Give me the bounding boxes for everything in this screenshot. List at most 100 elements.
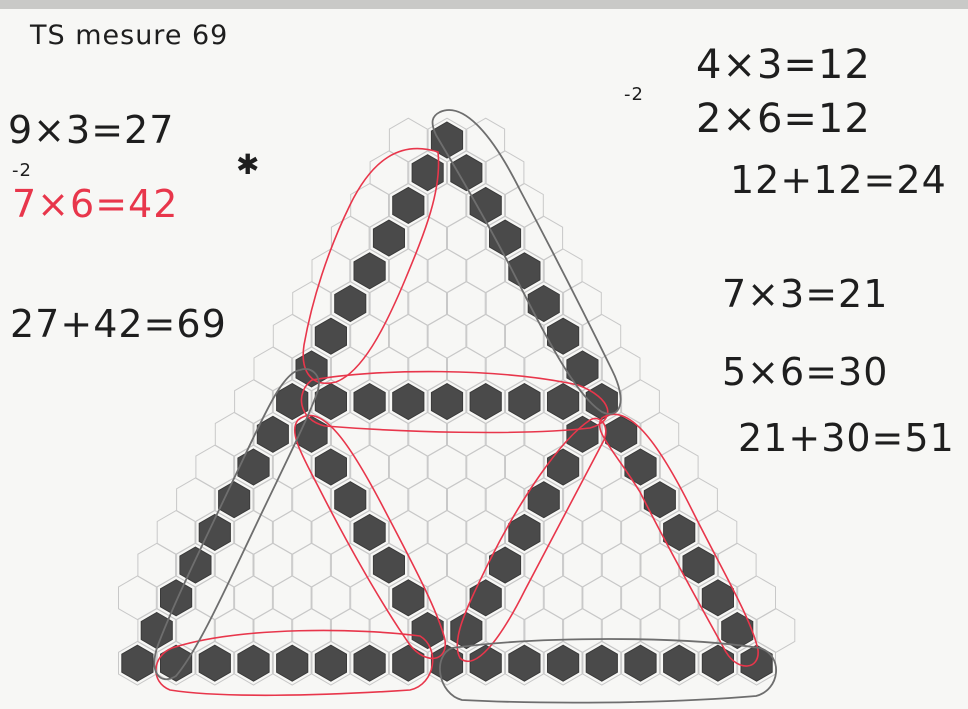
grid-cell (409, 347, 447, 391)
filled-hexagon (470, 187, 501, 223)
filled-hexagon (548, 384, 579, 420)
equation-9x3: 9×3=27 (8, 108, 174, 152)
filled-hexagon (451, 613, 482, 649)
grid-cell (525, 216, 563, 260)
filled-hexagon (509, 253, 540, 289)
grid-cell (254, 478, 292, 522)
grid-cell (641, 609, 679, 653)
grid-cell (293, 543, 331, 587)
grid-cell (389, 118, 427, 162)
filled-hexagon (238, 645, 269, 681)
grid-cell (428, 184, 466, 228)
filled-hexagon (393, 187, 424, 223)
grid-cell (486, 347, 524, 391)
grid-cell (409, 543, 447, 587)
grid-cell (583, 576, 621, 620)
filled-hexagon (528, 482, 559, 518)
grid-cell (273, 511, 311, 555)
filled-hexagon (702, 645, 733, 681)
grid-cell (409, 282, 447, 326)
grid-cell (428, 511, 466, 555)
filled-hexagon (548, 645, 579, 681)
filled-hexagon (161, 580, 192, 616)
grid-cell (409, 413, 447, 457)
grid-cell (622, 380, 660, 424)
grid-cell (506, 576, 544, 620)
filled-hexagon (141, 613, 172, 649)
grid-cell (196, 445, 234, 489)
grid-cell (448, 216, 486, 260)
grid-cell (564, 543, 602, 587)
grid-cell (448, 413, 486, 457)
grid-cell (254, 543, 292, 587)
equation-sum-69: 27+42=69 (10, 302, 227, 346)
shift-mark-left: -2 (12, 160, 32, 181)
grid-cell (467, 314, 505, 358)
filled-hexagons (122, 122, 772, 681)
grid-cell (157, 511, 195, 555)
equation-sum-51: 21+30=51 (738, 416, 955, 460)
filled-hexagon (470, 580, 501, 616)
grid-cell (622, 576, 660, 620)
grid-cell (215, 609, 253, 653)
filled-hexagon (586, 645, 617, 681)
grid-cell (389, 511, 427, 555)
filled-hexagon (548, 318, 579, 354)
grid-cell (525, 609, 563, 653)
filled-hexagon (683, 547, 714, 583)
grid-cell (467, 249, 505, 293)
grid-cell (718, 543, 756, 587)
grid-cell (448, 478, 486, 522)
grid-cell (506, 184, 544, 228)
filled-hexagon (335, 482, 366, 518)
filled-hexagon (354, 384, 385, 420)
grid-cell (448, 282, 486, 326)
filled-hexagon (548, 449, 579, 485)
filled-hexagon (431, 384, 462, 420)
grid-cell (602, 543, 640, 587)
filled-hexagon (567, 416, 598, 452)
filled-hexagon (741, 645, 772, 681)
grid-cell (235, 380, 273, 424)
grid-cell (235, 511, 273, 555)
grid-cell (660, 576, 698, 620)
grid-cell (389, 314, 427, 358)
filled-hexagon (567, 351, 598, 387)
worksheet-title: TS mesure 69 (30, 20, 228, 51)
grid-cell (564, 282, 602, 326)
grid-cell (602, 347, 640, 391)
grid-cell (486, 609, 524, 653)
grid-cell (486, 413, 524, 457)
grid-cell (467, 511, 505, 555)
grid-cell (428, 576, 466, 620)
equation-7x3: 7×3=21 (722, 272, 888, 316)
grid-cell (254, 347, 292, 391)
filled-hexagon (393, 384, 424, 420)
filled-hexagon (528, 286, 559, 322)
grid-cell (370, 347, 408, 391)
grid-cell (467, 118, 505, 162)
grid-cell (506, 445, 544, 489)
grid-cell (409, 478, 447, 522)
grid-cell (680, 478, 718, 522)
filled-hexagon (180, 547, 211, 583)
grid-cell (467, 445, 505, 489)
grid-cell (370, 478, 408, 522)
grid-cell (331, 347, 369, 391)
filled-hexagon (354, 253, 385, 289)
grid-cell (486, 282, 524, 326)
filled-hexagon (509, 384, 540, 420)
grid-cell (312, 576, 350, 620)
filled-hexagon (296, 416, 327, 452)
filled-hexagon (315, 318, 346, 354)
filled-hexagon (335, 286, 366, 322)
grid-cell (370, 609, 408, 653)
filled-hexagon (277, 384, 308, 420)
filled-hexagon (122, 645, 153, 681)
equation-5x6: 5×6=30 (722, 350, 888, 394)
filled-hexagon (625, 645, 656, 681)
equation-sum-24: 12+12=24 (730, 158, 947, 202)
filled-hexagon (373, 547, 404, 583)
grid-cell (641, 543, 679, 587)
grid-cell (564, 609, 602, 653)
